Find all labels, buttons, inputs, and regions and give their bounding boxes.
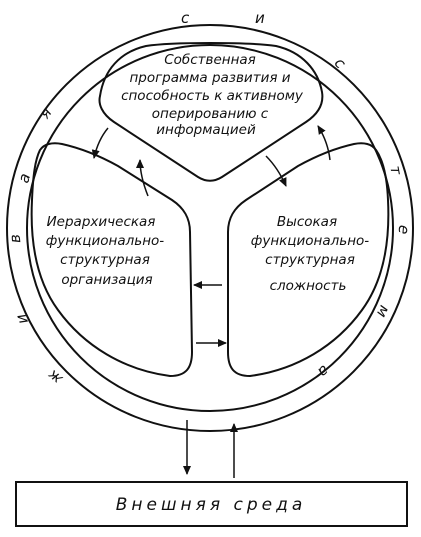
- arrows: [91, 125, 331, 478]
- right-block-shape: [227, 142, 390, 378]
- arrow-top-to-right: [265, 155, 287, 187]
- left-block-line: структурная: [60, 252, 150, 268]
- right-block-line: сложность: [270, 278, 347, 294]
- environment-label: Внешняя среда: [116, 495, 307, 515]
- left-block-shape: [30, 142, 194, 378]
- top-block-line: оперированию с: [152, 106, 269, 122]
- right-block-line: структурная: [265, 252, 355, 268]
- arrow-right-to-top: [317, 125, 331, 161]
- ring-letter: т: [386, 164, 405, 177]
- arrow-top-to-left: [91, 127, 109, 159]
- top-block-line: информацией: [156, 122, 256, 138]
- left-block-line: организация: [61, 272, 152, 288]
- top-block-line: программа развития и: [129, 70, 290, 86]
- ring-letter: а: [314, 362, 333, 382]
- ring-letter: и: [11, 311, 31, 327]
- ring-letter: а: [14, 171, 34, 185]
- top-block-shape: [98, 42, 324, 182]
- right-block-text: Высокая функционально- структурная сложн…: [251, 214, 370, 294]
- left-block-line: Иерархическая: [47, 214, 156, 230]
- outer-ring: [6, 24, 414, 432]
- right-block-line: Высокая: [277, 214, 337, 230]
- ring-letter: с: [181, 9, 190, 27]
- ring-letter: и: [255, 9, 265, 27]
- left-block-line: функционально-: [46, 233, 165, 249]
- ring-letter: е: [395, 224, 414, 235]
- environment-box: [15, 481, 408, 527]
- top-block-text: Собственная программа развития и способн…: [121, 52, 304, 138]
- inner-ring: [26, 44, 394, 412]
- ring-letter: в: [6, 233, 25, 244]
- left-block-text: Иерархическая функционально- структурная…: [46, 214, 165, 288]
- top-block-line: Собственная: [164, 52, 256, 68]
- ring-letter: с: [331, 54, 350, 73]
- top-block-line: способность к активному: [121, 88, 304, 104]
- arrow-left-to-top: [136, 159, 149, 197]
- right-block-line: функционально-: [251, 233, 370, 249]
